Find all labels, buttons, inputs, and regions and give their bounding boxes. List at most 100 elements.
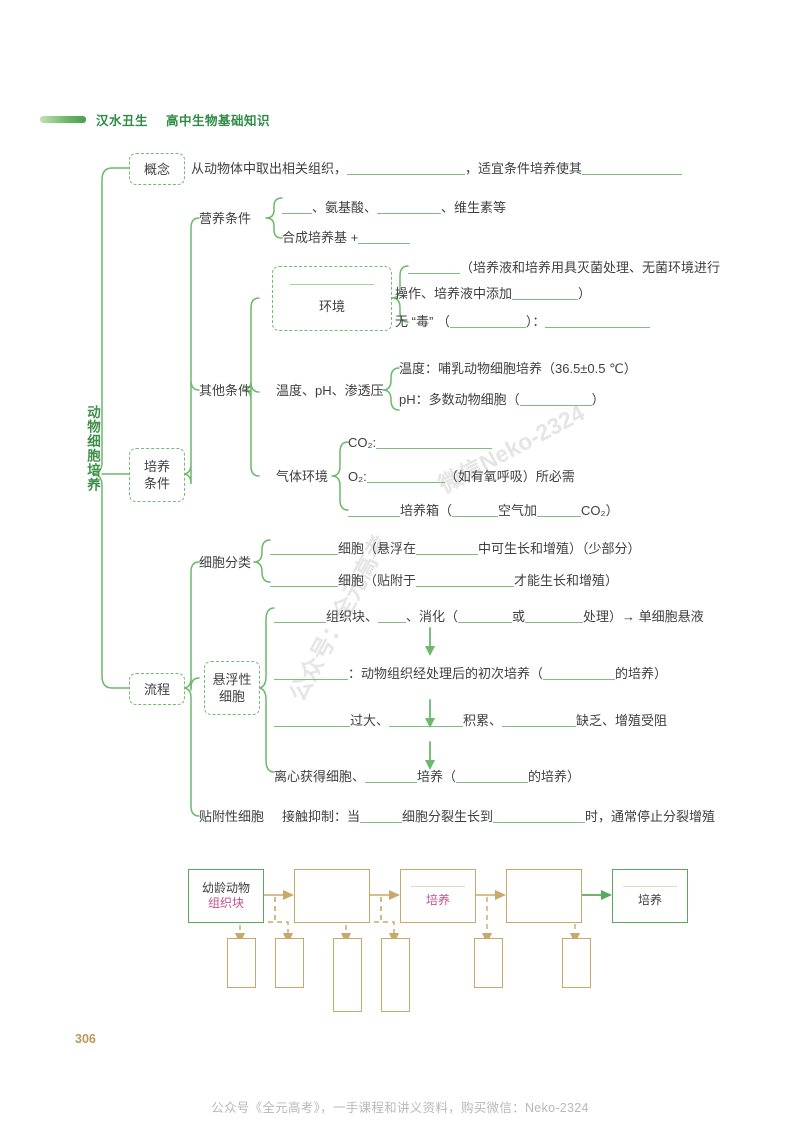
blank-susp-1[interactable] (274, 609, 326, 623)
blank-gas-5[interactable] (537, 503, 582, 517)
blank-flow-5[interactable] (622, 885, 678, 887)
blank-susp-9[interactable] (502, 713, 577, 727)
answer-box-3[interactable] (333, 938, 362, 1012)
blank-nutrition-2[interactable] (377, 200, 442, 214)
suspension-row4: 离心获得细胞、 培养（ 的培养） (274, 768, 580, 785)
label-temp-ph-osmo: 温度、pH、渗透压 (276, 383, 384, 398)
blank-susp-10[interactable] (365, 769, 418, 783)
flow-box-3[interactable]: 培养 (400, 869, 476, 923)
cell-class-row1-b: 中可生长和增殖）（少部分） (478, 541, 641, 556)
nutrition-row1-b: 、维生素等 (441, 200, 507, 215)
flow-box-5[interactable]: 培养 (612, 869, 688, 923)
nutrition-row2-a: 合成培养基 + (282, 230, 359, 245)
blank-env-4[interactable] (545, 314, 651, 328)
environment-row2: 无 “毒” （）： (395, 313, 651, 330)
flow-box-1-line1: 幼龄动物 (201, 881, 250, 895)
temp-row2: pH：多数动物细胞（） (399, 391, 605, 408)
node-process[interactable]: 流程 (129, 673, 185, 705)
blank-env-2[interactable] (512, 286, 579, 300)
blank-env-1[interactable] (408, 260, 460, 274)
page-header: 汉水丑生 高中生物基础知识 (40, 110, 270, 129)
blank-environment-title[interactable] (289, 283, 375, 285)
blank-susp-6[interactable] (543, 666, 616, 680)
suspension-row1: 组织块、、消化（或处理）→ 单细胞悬液 (274, 608, 704, 625)
label-gas-environment: 气体环境 (276, 469, 329, 484)
blank-env-3[interactable] (449, 314, 526, 328)
flow-box-2[interactable] (294, 869, 370, 923)
gas-row2-b: （如有氧呼吸）所必需 (444, 469, 575, 484)
blank-adh-1[interactable] (360, 809, 403, 823)
blank-susp-2[interactable] (378, 609, 407, 623)
blank-susp-11[interactable] (456, 769, 529, 783)
blank-susp-3[interactable] (458, 609, 513, 623)
blank-susp-8[interactable] (389, 713, 464, 727)
gas-row1: CO₂: (348, 434, 493, 451)
node-culture-conditions[interactable]: 培养 条件 (129, 448, 185, 502)
node-concept[interactable]: 概念 (129, 153, 185, 185)
answer-box-4[interactable] (381, 938, 410, 1012)
gas-row1-label: CO₂: (348, 435, 377, 450)
page-footer: 公众号《全元高考》，一手课程和讲义资料，购买微信：Neko-2324 (211, 1101, 589, 1115)
blank-nutrition-3[interactable] (358, 230, 411, 244)
answer-box-5[interactable] (474, 938, 503, 988)
answer-box-2[interactable] (275, 938, 304, 988)
blank-cellclass-4[interactable] (416, 573, 515, 587)
blank-cellclass-3[interactable] (270, 573, 338, 587)
blank-concept-1[interactable] (347, 161, 466, 175)
suspension-row3-a: 过大、 (350, 713, 390, 728)
concept-text-a: 从动物体中取出相关组织， (191, 161, 348, 176)
node-culture-conditions-line1: 培养 (143, 459, 170, 474)
temp-row1: 温度：哺乳动物细胞培养（36.5±0.5 ℃） (399, 361, 637, 376)
answer-box-6[interactable] (562, 938, 591, 988)
flow-box-1-line2: 组织块 (207, 896, 244, 910)
suspension-row2-a: ：动物组织经处理后的初次培养（ (348, 666, 544, 681)
page-number: 306 (75, 1032, 96, 1046)
blank-susp-7[interactable] (274, 713, 350, 727)
environment-row1-c: ） (578, 286, 592, 301)
blank-ph-1[interactable] (519, 392, 592, 406)
node-suspension-line2: 细胞 (218, 689, 245, 704)
environment-row1-line1: （培养液和培养用具灭菌处理、无菌环境进行 (408, 259, 720, 276)
cell-class-row2-a: 细胞（贴附于 (338, 573, 417, 588)
blank-gas-2[interactable] (366, 469, 445, 483)
suspension-row2-b: 的培养） (615, 666, 668, 681)
blank-gas-3[interactable] (348, 503, 400, 517)
temp-row2-a: pH：多数动物细胞（ (399, 392, 520, 407)
blank-flow-3[interactable] (410, 885, 466, 887)
suspension-row3: 过大、 积累、 缺乏、增殖受阻 (274, 712, 667, 729)
blank-susp-5[interactable] (274, 666, 348, 680)
suspension-row4-c: 的培养） (528, 769, 581, 784)
gas-row3-c: CO₂） (581, 503, 619, 518)
flow-box-1[interactable]: 幼龄动物 组织块 (188, 869, 264, 923)
suspension-row4-a: 离心获得细胞、 (274, 769, 366, 784)
gas-row2-a: O₂: (348, 469, 367, 484)
blank-cellclass-2[interactable] (416, 541, 479, 555)
nutrition-row2: 合成培养基 + (282, 229, 411, 246)
suspension-row4-b: 培养（ (417, 769, 457, 784)
gas-row3-b: 空气加 (498, 503, 538, 518)
cell-class-row2: 细胞（贴附于才能生长和增殖） (270, 572, 618, 589)
blank-gas-4[interactable] (452, 503, 499, 517)
gas-row3-a: 培养箱（ (400, 503, 453, 518)
answer-box-1[interactable] (227, 938, 256, 988)
blank-adh-2[interactable] (493, 809, 586, 823)
environment-row1-a: （培养液和培养用具灭菌处理、无菌环境进行 (460, 260, 721, 275)
node-environment[interactable]: 环境 (272, 266, 392, 331)
blank-cellclass-1[interactable] (270, 541, 338, 555)
blank-concept-2[interactable] (582, 161, 683, 175)
suspension-row1-d: 处理）→ 单细胞悬液 (583, 609, 704, 624)
suspension-row1-b: 、消化（ (406, 609, 459, 624)
blank-gas-1[interactable] (376, 435, 493, 449)
label-other-conditions: 其他条件 (199, 383, 252, 398)
blank-susp-4[interactable] (525, 609, 584, 623)
suspension-row3-b: 积累、 (463, 713, 503, 728)
flow-box-4[interactable] (506, 869, 582, 923)
node-suspension-cells[interactable]: 悬浮性 细胞 (204, 661, 260, 715)
header-brand: 汉水丑生 (96, 114, 149, 128)
node-process-label: 流程 (143, 681, 170, 697)
cell-class-row1: 细胞（悬浮在中可生长和增殖）（少部分） (270, 540, 641, 557)
label-nutrition: 营养条件 (199, 211, 252, 226)
blank-nutrition-1[interactable] (282, 200, 312, 214)
suspension-row3-c: 缺乏、增殖受阻 (576, 713, 668, 728)
